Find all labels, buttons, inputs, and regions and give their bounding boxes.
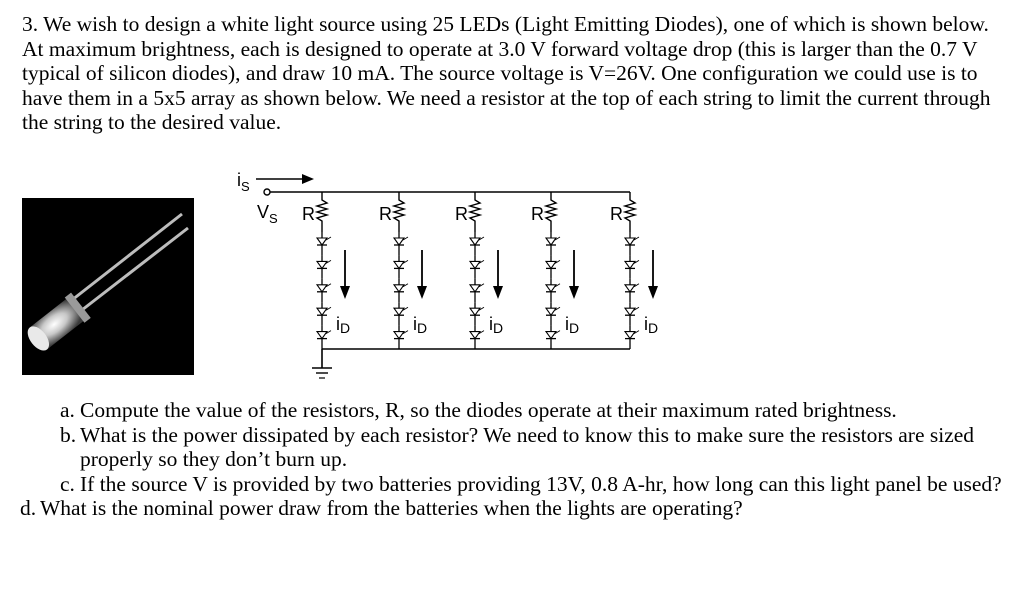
- led-3-4: [468, 307, 482, 317]
- resistor-label-4: R: [531, 204, 544, 224]
- led-3-2: [468, 260, 482, 270]
- diode-current-label-4: iD: [565, 314, 579, 336]
- led-2-2: [392, 260, 406, 270]
- problem-body: We wish to design a white light source u…: [22, 12, 991, 134]
- source-current-arrow-head: [302, 174, 314, 184]
- resistor-1: [314, 192, 330, 232]
- led-string-4: RiD: [531, 192, 579, 349]
- question-a-text: Compute the value of the resistors, R, s…: [80, 398, 897, 422]
- led-5-4: [623, 307, 637, 317]
- question-b-text: What is the power dissipated by each res…: [80, 422, 975, 472]
- problem-statement: 3. We wish to design a white light sourc…: [22, 12, 1007, 135]
- led-string-3: RiD: [455, 192, 503, 349]
- question-d-text: What is the nominal power draw from the …: [40, 496, 743, 520]
- led-1-3: [315, 284, 329, 293]
- resistor-label-3: R: [455, 204, 468, 224]
- led-5-1: [623, 237, 637, 246]
- led-2-4: [392, 307, 406, 317]
- led-1-1: [315, 237, 329, 246]
- question-c-label: c.: [60, 471, 75, 496]
- led-4-1: [544, 237, 558, 246]
- resistor-3: [467, 192, 483, 232]
- resistor-label-2: R: [379, 204, 392, 224]
- led-1-4: [315, 307, 329, 317]
- diode-current-label-5: iD: [644, 314, 658, 336]
- led-string-1: RiD: [302, 192, 350, 349]
- question-b: b.What is the power dissipated by each r…: [20, 423, 1010, 472]
- question-a: a.Compute the value of the resistors, R,…: [20, 398, 1010, 423]
- resistor-5: [622, 192, 638, 232]
- problem-number: 3.: [22, 12, 39, 36]
- led-image: [22, 198, 194, 375]
- led-string-2: RiD: [379, 192, 427, 349]
- led-3-5: [468, 331, 482, 340]
- led-4-2: [544, 260, 558, 270]
- questions: a.Compute the value of the resistors, R,…: [20, 398, 1010, 521]
- diode-current-label-1: iD: [336, 314, 350, 336]
- led-2-5: [392, 331, 406, 340]
- question-b-label: b.: [60, 422, 77, 447]
- led-5-3: [623, 284, 637, 293]
- led-3-1: [468, 237, 482, 246]
- source-voltage-label: VS: [257, 202, 278, 226]
- diode-current-label-3: iD: [489, 314, 503, 336]
- problem-text: 3. We wish to design a white light sourc…: [22, 12, 1007, 135]
- resistor-label-5: R: [610, 204, 623, 224]
- led-4-5: [544, 331, 558, 340]
- question-c-text: If the source V is provided by two batte…: [80, 471, 1002, 496]
- question-a-label: a.: [60, 398, 75, 422]
- source-terminal: [263, 188, 271, 196]
- diode-current-label-2: iD: [413, 314, 427, 336]
- question-d: d.What is the nominal power draw from th…: [20, 496, 1010, 521]
- question-d-label: d.: [20, 496, 37, 520]
- led-3-3: [468, 284, 482, 293]
- source-current-label: iS: [237, 170, 250, 194]
- resistor-label-1: R: [302, 204, 315, 224]
- led-4-4: [544, 307, 558, 317]
- led-2-3: [392, 284, 406, 293]
- led-2-1: [392, 237, 406, 246]
- led-5-5: [623, 331, 637, 340]
- question-c: c.If the source V is provided by two bat…: [20, 472, 1010, 497]
- led-photo: [22, 198, 194, 375]
- resistor-4: [543, 192, 559, 232]
- resistor-2: [391, 192, 407, 232]
- led-1-5: [315, 331, 329, 340]
- led-1-2: [315, 260, 329, 270]
- led-4-3: [544, 284, 558, 293]
- led-string-5: RiD: [610, 192, 658, 349]
- led-5-2: [623, 260, 637, 270]
